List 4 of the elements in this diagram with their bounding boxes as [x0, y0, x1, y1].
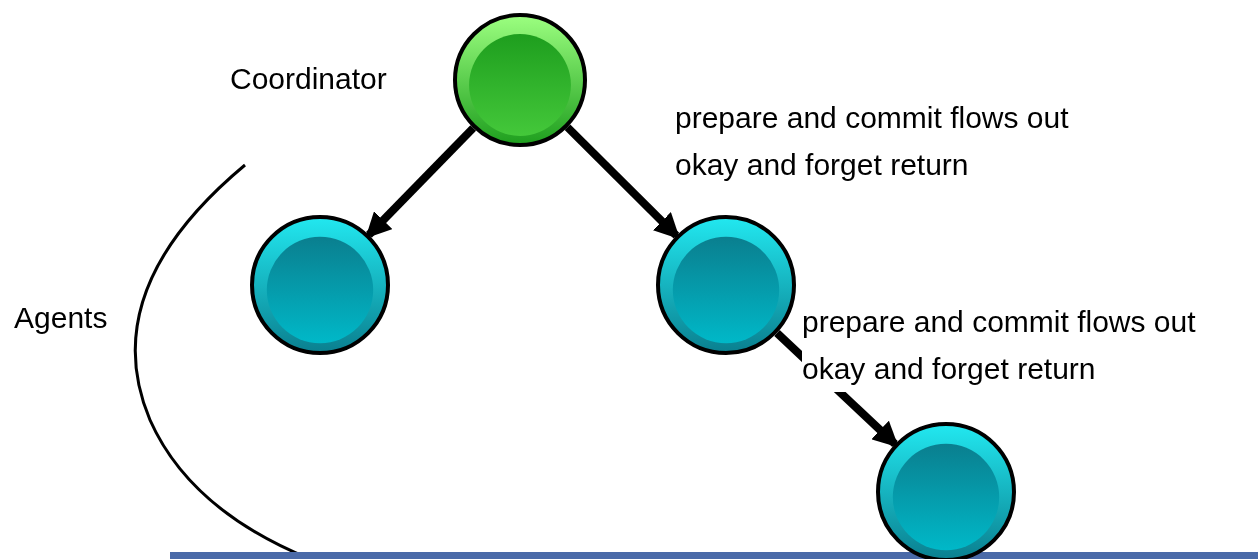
arrow: [564, 124, 680, 240]
arrow: [365, 125, 477, 239]
bracket-label: Agents: [14, 300, 108, 336]
node-label: Coordinator: [230, 61, 387, 97]
